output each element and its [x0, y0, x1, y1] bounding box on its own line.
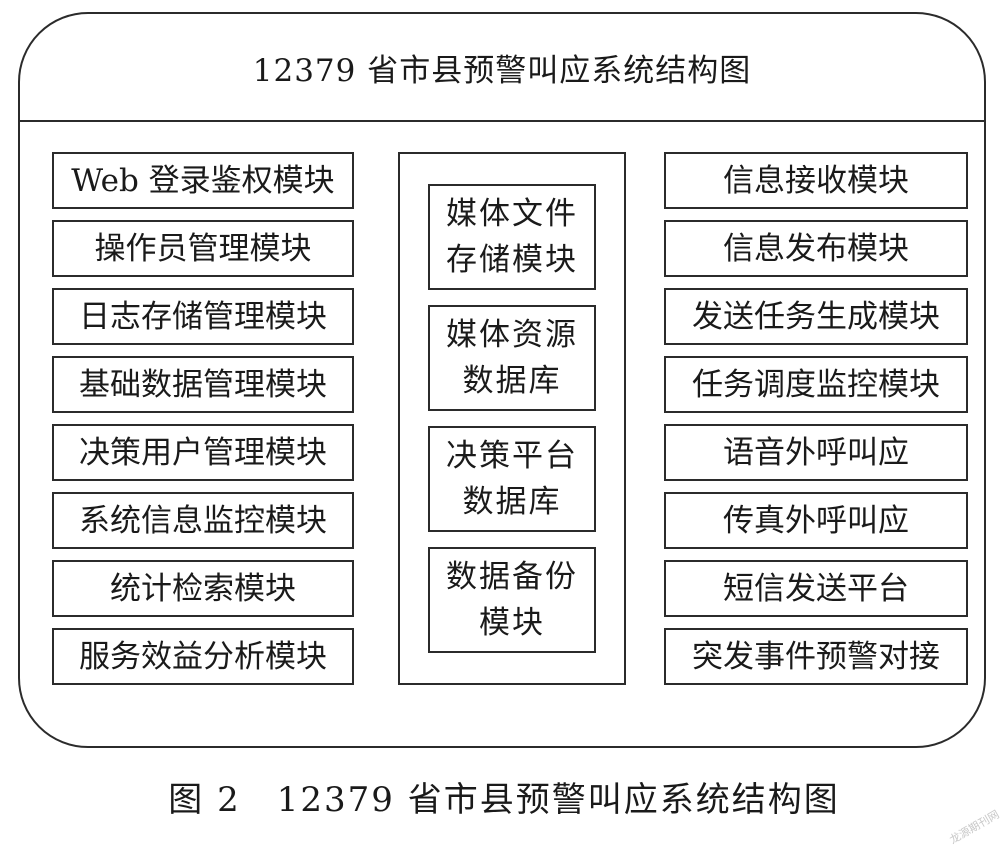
center-module-4: 数据备份 模块 [428, 547, 596, 653]
center-module-3: 决策平台 数据库 [428, 426, 596, 532]
center-module-3-line1: 决策平台 [446, 438, 578, 474]
right-module-1: 信息接收模块 [664, 152, 968, 209]
center-module-3-line2: 数据库 [462, 484, 562, 520]
right-module-6: 传真外呼叫应 [664, 492, 968, 549]
right-module-5: 语音外呼叫应 [664, 424, 968, 481]
left-module-3: 日志存储管理模块 [52, 288, 354, 345]
center-module-1: 媒体文件 存储模块 [428, 184, 596, 290]
right-module-4: 任务调度监控模块 [664, 356, 968, 413]
left-module-4: 基础数据管理模块 [52, 356, 354, 413]
center-module-4-line2: 模块 [479, 605, 545, 641]
right-module-8: 突发事件预警对接 [664, 628, 968, 685]
left-module-6: 系统信息监控模块 [52, 492, 354, 549]
center-module-1-line2: 存储模块 [446, 242, 578, 278]
diagram-title: 12379 省市县预警叫应系统结构图 [20, 14, 984, 122]
center-column-frame [398, 152, 626, 685]
center-module-2: 媒体资源 数据库 [428, 305, 596, 411]
left-module-8: 服务效益分析模块 [52, 628, 354, 685]
right-module-7: 短信发送平台 [664, 560, 968, 617]
left-module-5: 决策用户管理模块 [52, 424, 354, 481]
right-module-2: 信息发布模块 [664, 220, 968, 277]
figure-caption: 图 2 12379 省市县预警叫应系统结构图 [168, 780, 840, 820]
right-module-3: 发送任务生成模块 [664, 288, 968, 345]
left-module-1: Web 登录鉴权模块 [52, 152, 354, 209]
left-module-7: 统计检索模块 [52, 560, 354, 617]
center-module-4-line1: 数据备份 [446, 559, 578, 595]
center-module-1-line1: 媒体文件 [446, 196, 578, 232]
center-module-2-line2: 数据库 [462, 363, 562, 399]
center-module-2-line1: 媒体资源 [446, 317, 578, 353]
left-module-2: 操作员管理模块 [52, 220, 354, 277]
